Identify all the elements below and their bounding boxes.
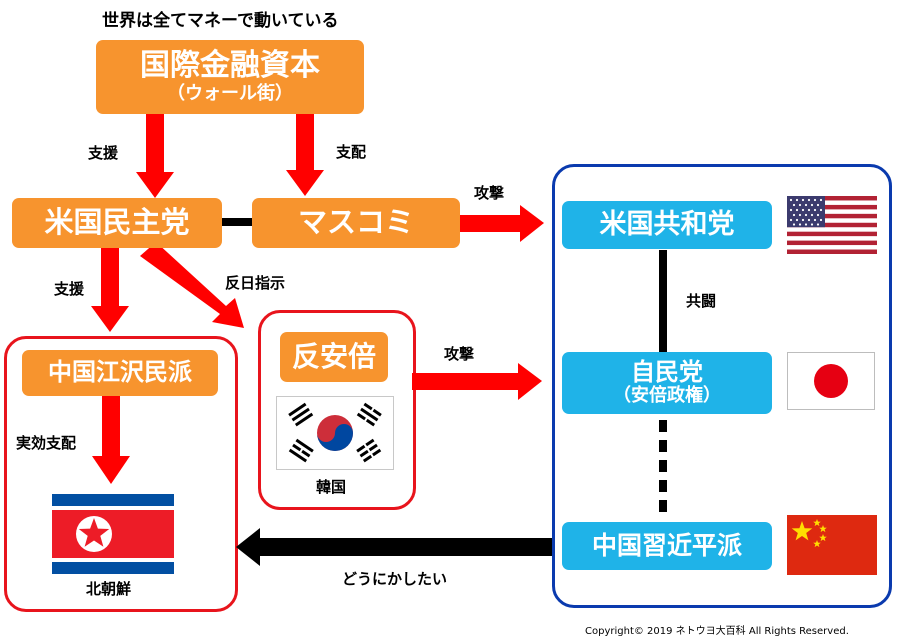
node-ldp-title: 自民党 bbox=[631, 357, 703, 386]
node-international-capital: 国際金融資本 （ウォール街） bbox=[96, 40, 364, 114]
edge-label-control: 支配 bbox=[336, 143, 367, 161]
right-group-frame bbox=[552, 164, 892, 608]
node-china-xi-title: 中国習近平派 bbox=[591, 530, 742, 560]
flag-caption-north-korea: 北朝鮮 bbox=[86, 580, 132, 598]
node-us-republicans: 米国共和党 bbox=[562, 201, 772, 249]
edge-label-effective-control: 実効支配 bbox=[16, 434, 77, 452]
arrow-attack-2 bbox=[412, 363, 542, 400]
arrow-anti-japan bbox=[140, 242, 244, 328]
node-capital-subtitle: （ウォール街） bbox=[167, 82, 293, 104]
node-us-democrats-title: 米国民主党 bbox=[44, 205, 190, 240]
node-ldp: 自民党 （安倍政権） bbox=[562, 352, 772, 414]
japan-flag bbox=[787, 352, 875, 410]
top-caption: 世界は全てマネーで動いている bbox=[102, 11, 339, 31]
node-ldp-subtitle: （安倍政権） bbox=[613, 385, 721, 407]
node-us-republicans-title: 米国共和党 bbox=[599, 209, 735, 241]
arrow-control bbox=[286, 114, 324, 196]
left-group-frame bbox=[4, 336, 238, 612]
usa-flag bbox=[787, 196, 877, 254]
link-joint-struggle bbox=[659, 250, 667, 352]
arrow-attack-1 bbox=[460, 205, 544, 242]
edge-label-support-1: 支援 bbox=[88, 144, 119, 162]
node-us-democrats: 米国民主党 bbox=[12, 198, 222, 248]
arrow-support-1 bbox=[136, 114, 174, 198]
north-korea-flag bbox=[52, 494, 174, 574]
link-dotted bbox=[659, 420, 667, 512]
node-anti-abe: 反安倍 bbox=[280, 332, 388, 382]
edge-label-attack-1: 攻撃 bbox=[474, 184, 505, 202]
flag-caption-korea: 韓国 bbox=[316, 478, 347, 496]
edge-label-joint-struggle: 共闘 bbox=[686, 292, 717, 310]
korea-group-frame bbox=[258, 310, 416, 510]
edge-label-anti-japan: 反日指示 bbox=[225, 274, 286, 292]
arrow-want-to-handle bbox=[236, 528, 552, 566]
edge-label-attack-2: 攻撃 bbox=[444, 345, 475, 363]
edge-label-want-to-handle: どうにかしたい bbox=[342, 570, 448, 588]
copyright-text: Copyright© 2019 ネトウヨ大百科 All Rights Reser… bbox=[585, 626, 849, 637]
south-korea-flag bbox=[276, 396, 394, 470]
node-capital-title: 国際金融資本 bbox=[140, 48, 320, 84]
node-china-jiang: 中国江沢民派 bbox=[22, 350, 218, 396]
node-mass-media: マスコミ bbox=[252, 198, 460, 248]
link-democrats-media bbox=[220, 218, 252, 226]
node-anti-abe-title: 反安倍 bbox=[291, 339, 376, 373]
node-china-jiang-title: 中国江沢民派 bbox=[48, 358, 192, 387]
edge-label-support-2: 支援 bbox=[54, 280, 85, 298]
arrow-support-2 bbox=[91, 248, 129, 332]
node-china-xi: 中国習近平派 bbox=[562, 522, 772, 570]
arrow-effective-control bbox=[92, 396, 130, 484]
china-flag bbox=[787, 515, 877, 575]
node-mass-media-title: マスコミ bbox=[297, 205, 414, 240]
